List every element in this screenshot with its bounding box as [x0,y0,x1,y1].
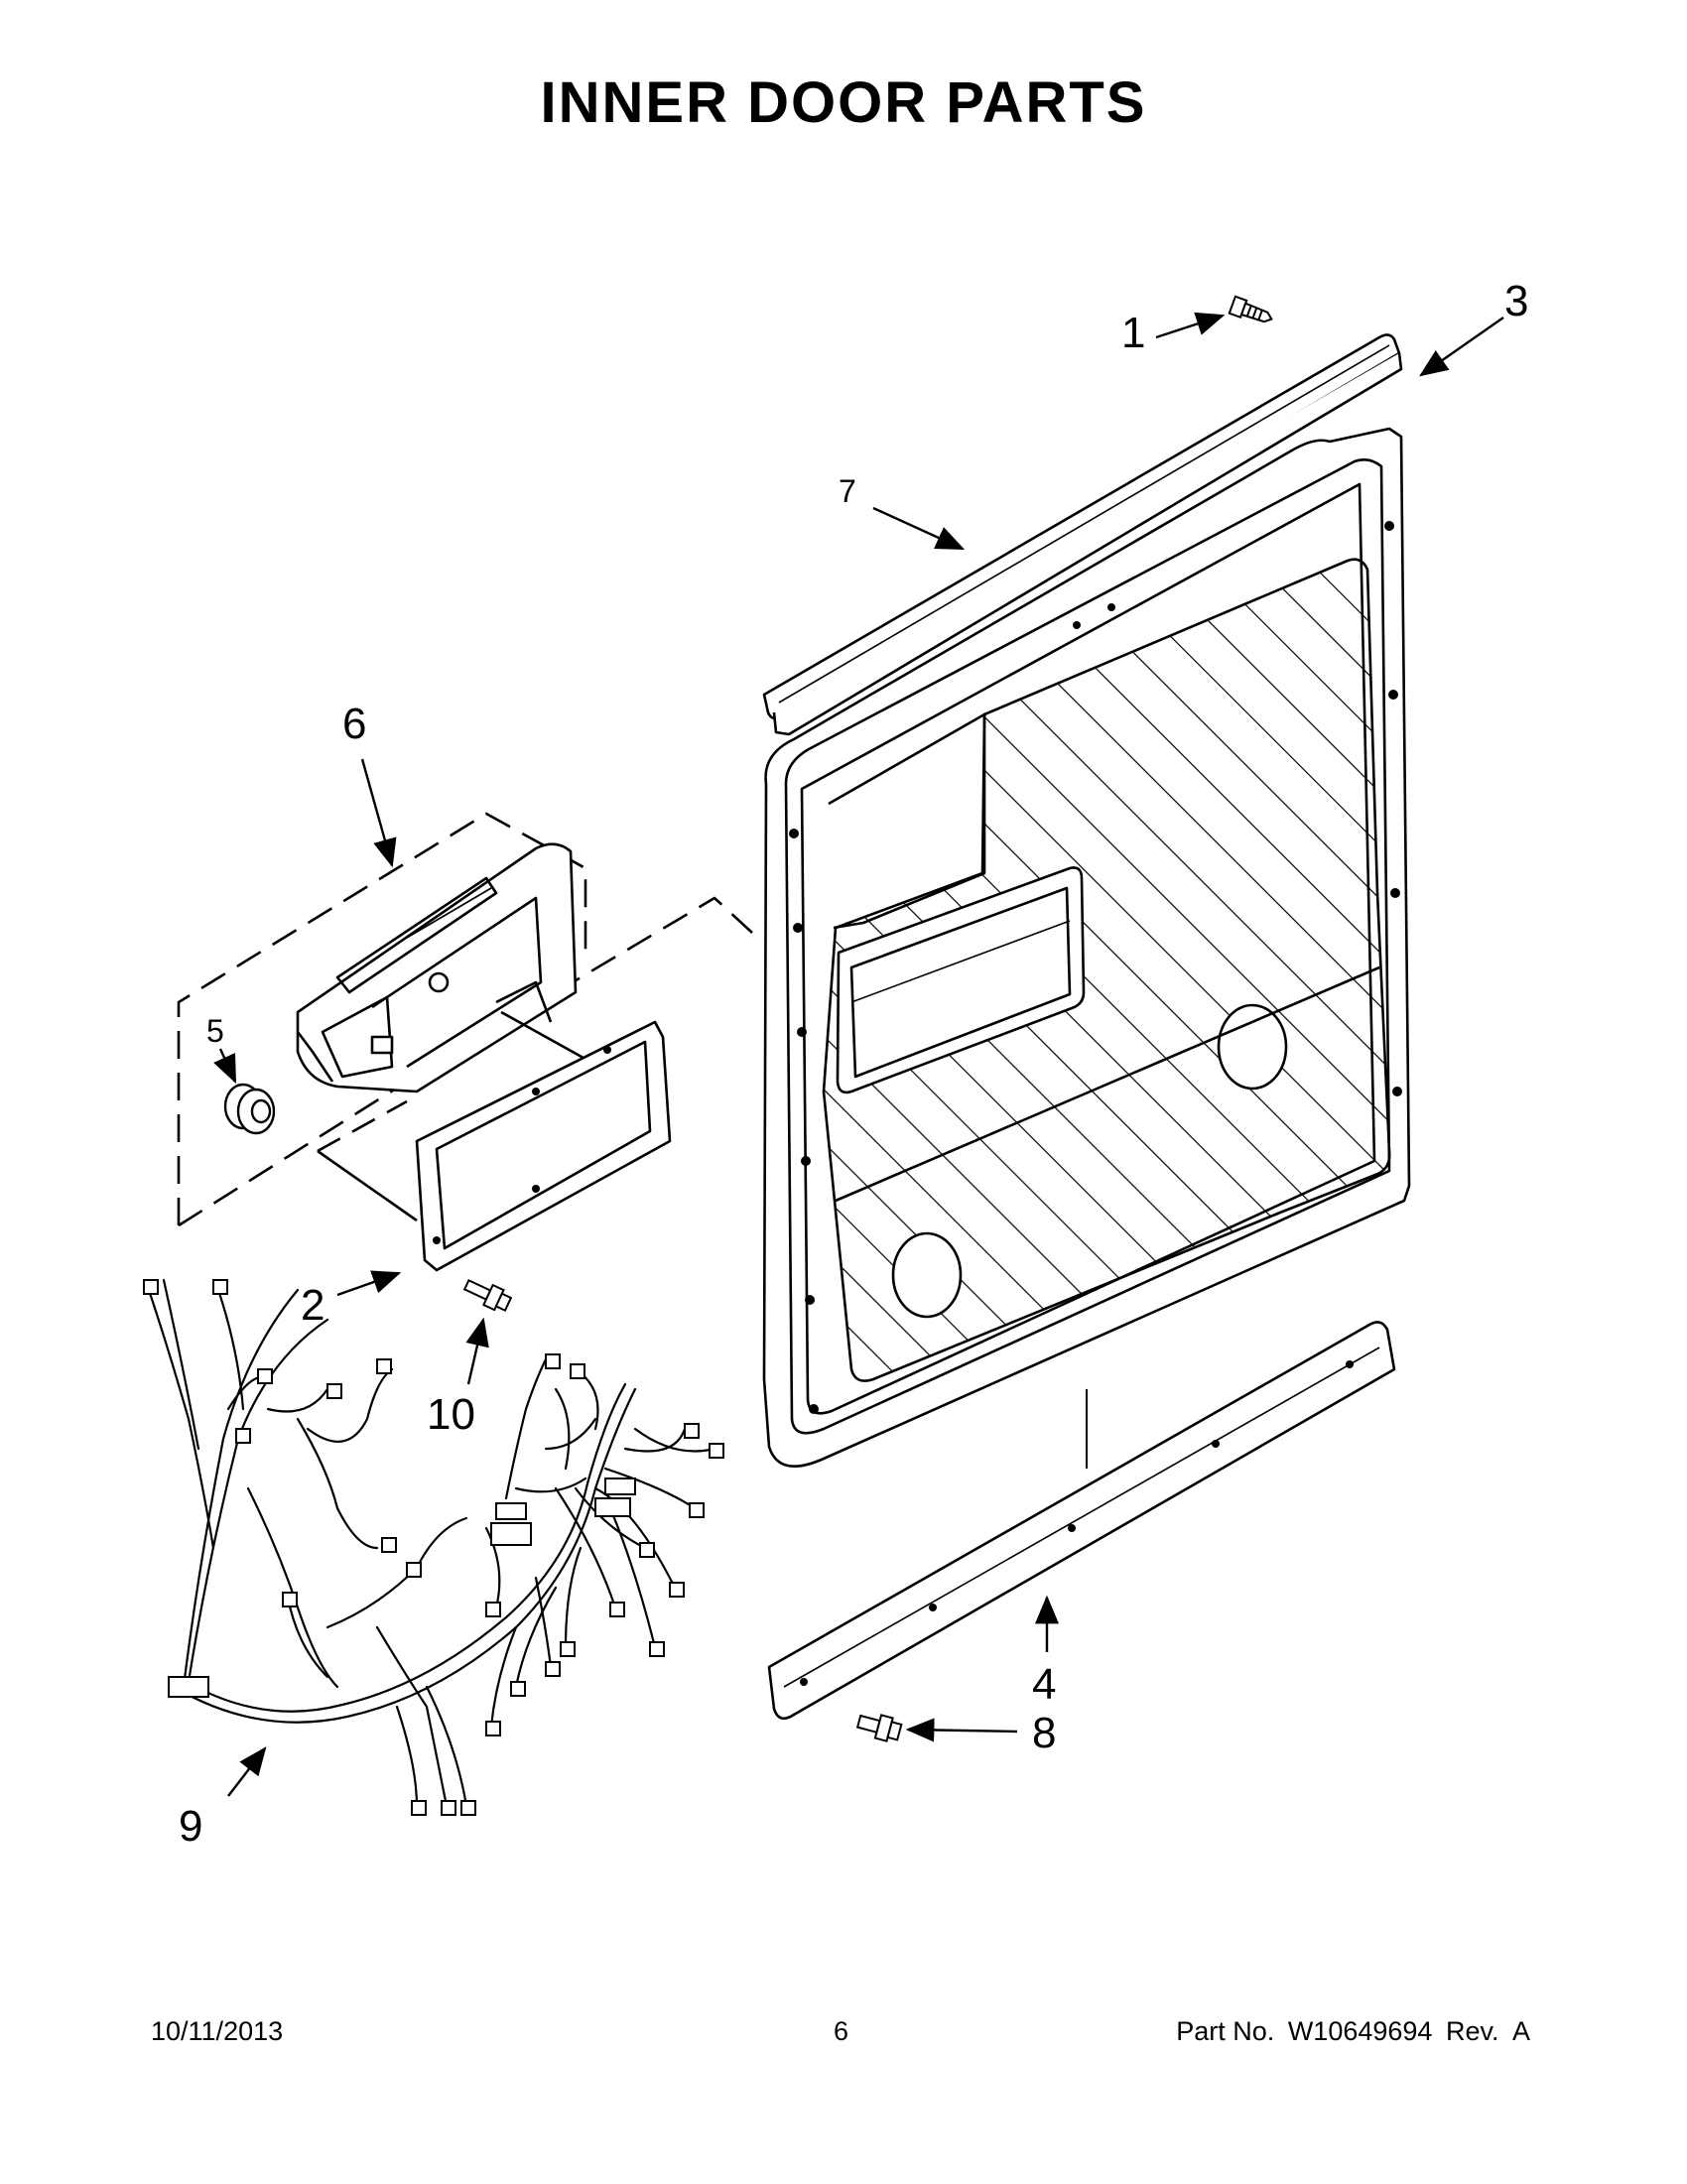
callout-3: 3 [1504,277,1528,325]
screw-side [462,1278,513,1312]
screw-bottom [855,1714,903,1742]
door-top-gasket [762,333,1403,736]
callout-10: 10 [427,1390,475,1439]
footer-page-number: 6 [834,2016,849,2046]
callout-2: 2 [301,1281,324,1330]
door-bottom-strip [767,1321,1396,1721]
inner-door-panel [762,427,1411,1469]
wire-harness [143,1278,724,1816]
revision: Rev. A [1445,2016,1530,2046]
footer-date: 10/11/2013 [151,2016,284,2046]
callout-4: 4 [1032,1660,1056,1709]
screw-top [1228,295,1273,323]
callout-6: 6 [342,700,366,748]
callout-7: 7 [839,473,856,509]
callout-9: 9 [179,1802,202,1851]
footer-part-number: Part No. W10649694 Rev. A [1176,2016,1536,2047]
part-number: W10649694 [1287,2016,1433,2046]
dispenser-assembly [177,812,753,1227]
callout-5: 5 [206,1013,224,1049]
callout-8: 8 [1032,1709,1056,1757]
dispenser-gasket [317,1020,672,1272]
callout-1: 1 [1121,309,1145,357]
callout-arrows [213,312,1504,1797]
part-label: Part No. [1176,2016,1275,2046]
page-title: INNER DOOR PARTS [540,70,1147,135]
rinse-aid-cap [223,1083,276,1135]
